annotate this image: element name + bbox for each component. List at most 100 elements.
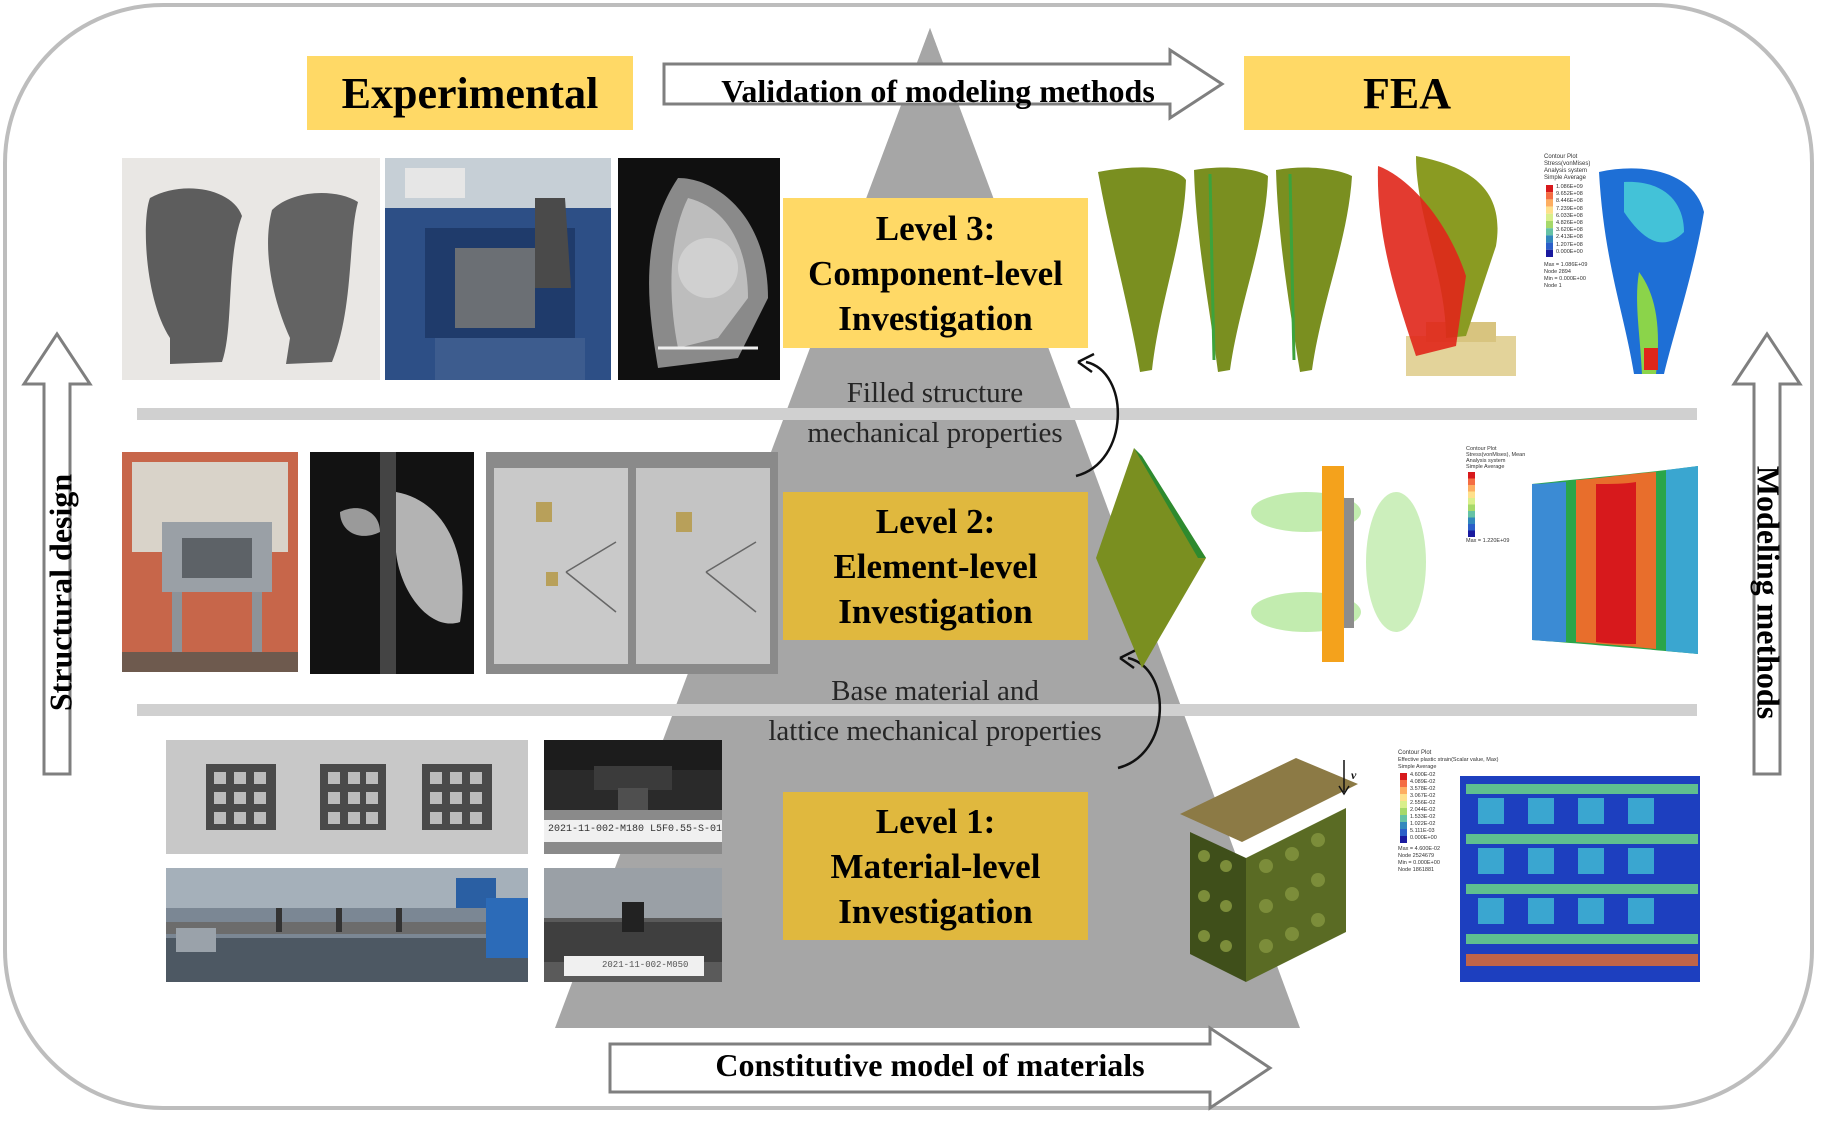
level3-legend-value: 1.207E+08 [1556,241,1583,248]
legend-swatch [1468,485,1475,492]
separator-upper [137,408,1697,420]
fea-header: FEA [1244,56,1570,130]
legend-swatch [1400,829,1407,836]
level3-legend-value: 0.000E+00 [1556,248,1583,255]
tension-specimen-label: 2021-11-002-M050 [602,960,689,970]
legend-swatch [1400,808,1407,815]
level1-contour-max-node: Node 2524679 [1398,853,1435,859]
level-1-line-3: Investigation [838,891,1033,931]
panel-test-rig-photo [122,452,298,672]
level3-contour-max: Max = 1.086E+09 [1544,262,1588,268]
legend-swatch [1400,794,1407,801]
level1-legend-value: 0.000E+00 [1410,835,1437,841]
modeling-methods-arrow [1731,331,1803,776]
level1-contour-avg: Simple Average [1398,764,1437,770]
upper-transition-line-2: mechanical properties [807,417,1063,449]
structural-design-label: Structural design [42,473,79,712]
legend-swatch [1468,472,1475,479]
level1-legend-value: 3.067E-02 [1410,793,1436,799]
panel-stress-contour-plot: Contour Plot Stress(vonMises), Mean Anal… [1466,444,1702,670]
legend-swatch [1400,787,1407,794]
level3-contour-min: Min = 0.000E+00 [1544,276,1586,282]
upper-transition-note: Filled structure mechanical properties [790,373,1080,453]
legend-swatch [1546,206,1553,214]
lattice-specimens-photo [166,740,528,854]
lower-transition-line-2: lattice mechanical properties [768,715,1102,747]
legend-swatch [1468,524,1475,531]
legend-swatch [1400,780,1407,787]
compression-test-photo: 2021-11-002-M180 L5F0.55-S-01 [544,740,722,854]
level1-legend-value: 1.533E-02 [1410,814,1436,820]
level1-legend-value: 2.556E-02 [1410,800,1436,806]
level-3-box: Level 3: Component-level Investigation [783,198,1088,348]
legend-swatch [1546,242,1553,250]
level1-contour-title: Contour Plot [1398,750,1432,756]
legend-swatch [1468,498,1475,505]
level2-contour-max: Max = 1.220E+09 [1466,538,1510,544]
level3-contour-max-node: Node 2894 [1544,269,1571,275]
level3-legend-value: 9.652E+08 [1556,191,1583,198]
legend-swatch [1400,773,1407,780]
legend-swatch [1400,801,1407,808]
level3-contour-avg: Simple Average [1544,175,1586,181]
upper-transition-line-1: Filled structure [846,377,1024,409]
legend-swatch [1546,192,1553,200]
level1-legend-value: 3.578E-02 [1410,786,1436,792]
level1-contour-min: Min = 0.000E+00 [1398,860,1440,866]
level3-legend-value: 7.239E+08 [1556,205,1583,212]
validation-arrow [662,47,1225,121]
level-2-box: Level 2: Element-level Investigation [783,492,1088,640]
level-3-line-2: Component-level [808,253,1063,293]
level1-legend-value: 2.044E-02 [1410,807,1436,813]
level-1-box: Level 1: Material-level Investigation [783,792,1088,940]
level3-contour-title: Contour Plot [1544,154,1578,160]
level1-contour-max: Max = 4.600E-02 [1398,846,1441,852]
compression-specimen-label: 2021-11-002-M180 L5F0.55-S-01 [548,824,722,835]
lower-transition-note: Base material and lattice mechanical pro… [730,671,1140,751]
level3-legend-value: 2.413E+08 [1556,234,1583,241]
blade-fea-models [1090,160,1360,378]
level3-contour-subtitle: Stress(vonMises) [1544,161,1591,167]
level1-contour-subtitle: Effective plastic strain(Scalar value, M… [1398,757,1499,763]
legend-swatch [1468,478,1475,485]
level3-legend-value: 1.086E+09 [1556,184,1583,190]
modeling-methods-label: Modeling methods [1750,465,1787,720]
level-1-line-2: Material-level [830,846,1041,886]
level-2-line-2: Element-level [833,546,1038,586]
constitutive-arrow-label: Constitutive model of materials [715,1047,1145,1083]
blade-stress-contour-plot: Contour Plot Stress(vonMises) Analysis s… [1544,152,1706,378]
curved-arrow-upper [1075,352,1119,478]
legend-swatch [1546,221,1553,229]
legend-swatch [1546,185,1553,193]
level3-legend-value: 6.033E+08 [1556,212,1583,219]
lattice-strain-contour-plot: Contour Plot Effective plastic strain(Sc… [1398,748,1704,984]
level1-legend-value: 5.111E-03 [1410,828,1435,834]
damaged-panels-photo [486,452,778,674]
legend-swatch [1468,504,1475,511]
blade-impact-highspeed-photo [618,158,780,380]
legend-swatch [1546,249,1553,257]
lattice-fea-model: v [1176,756,1362,984]
velocity-label: v [1351,768,1357,782]
level1-legend-value: 4.600E-02 [1410,772,1436,778]
level3-legend-value: 3.620E+08 [1556,227,1583,234]
legend-swatch [1546,199,1553,207]
blade-specimens-photo [122,158,380,380]
legend-swatch [1468,517,1475,524]
level-2-line-1: Level 2: [875,501,996,541]
legend-swatch [1400,836,1407,843]
legend-swatch [1400,822,1407,829]
experimental-header: Experimental [307,56,633,130]
blade-impact-fea-particles [1376,156,1526,378]
legend-swatch [1468,491,1475,498]
level3-legend-value: 8.446E+08 [1556,198,1583,205]
legend-swatch [1468,530,1475,537]
outer-frame [3,3,1814,1110]
level-3-line-3: Investigation [838,298,1033,338]
legend-swatch [1546,235,1553,243]
level1-contour-min-node: Node 1861881 [1398,867,1435,873]
level3-contour-min-node: Node 1 [1544,283,1562,289]
panel-impact-fea-particles [1246,452,1426,662]
blade-test-rig-photo [385,158,611,380]
panel-fea-model [1094,446,1210,670]
